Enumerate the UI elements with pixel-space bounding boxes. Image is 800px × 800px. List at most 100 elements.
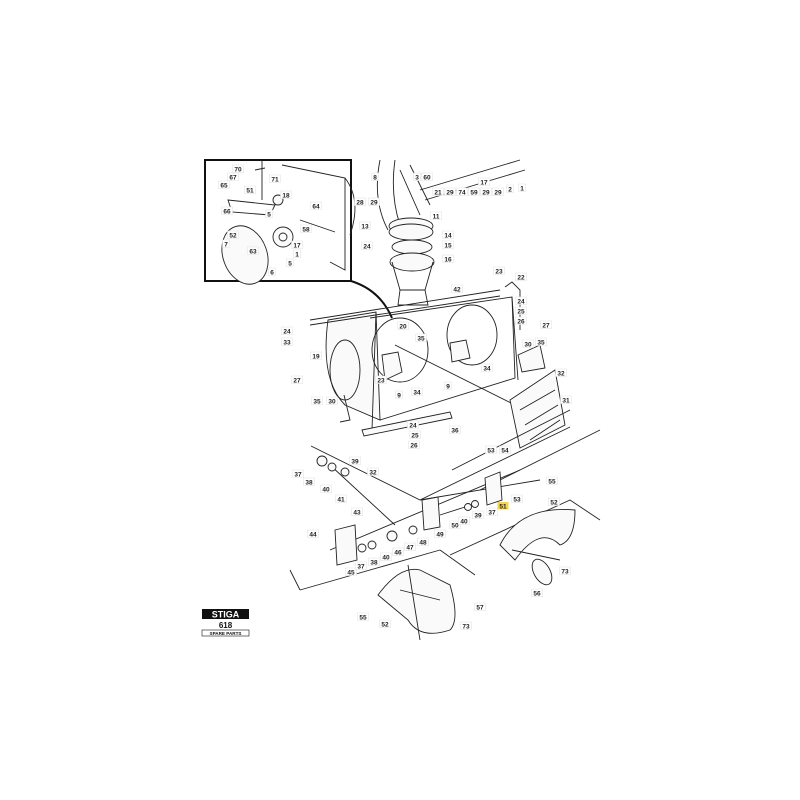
part-label-box [345, 567, 357, 576]
part-label: 38 [370, 560, 378, 567]
part-label-box [515, 316, 527, 325]
part-label-box [286, 258, 294, 267]
part-label: 13 [361, 224, 369, 231]
part-label-box [380, 552, 392, 561]
part-label: 41 [337, 497, 345, 504]
part-label-box [303, 477, 315, 486]
part-label: 23 [495, 269, 503, 276]
part-label-box [281, 337, 293, 346]
part-label-box [478, 177, 490, 186]
part-label-box [397, 321, 409, 330]
part-label: 11 [433, 214, 440, 221]
part-label: 73 [462, 624, 470, 631]
part-label-box [408, 440, 420, 449]
part-label: 57 [476, 605, 484, 612]
part-label: 40 [460, 519, 468, 526]
part-label-box [411, 387, 423, 396]
part-label-box [442, 254, 454, 263]
part-label-box [379, 619, 391, 628]
part-label-box [293, 249, 301, 258]
part-label: 73 [561, 569, 569, 576]
part-label: 39 [351, 459, 359, 466]
part-label-box [442, 240, 454, 249]
part-label-box [395, 390, 403, 399]
part-label: 56 [533, 591, 541, 598]
part-label: 64 [312, 204, 320, 211]
part-label-box [497, 502, 509, 510]
part-label: 5 [288, 261, 292, 268]
part-label: 2 [508, 187, 512, 194]
part-label: 38 [305, 480, 313, 487]
part-label-box [409, 430, 421, 439]
part-label: 71 [271, 177, 279, 184]
part-label-box [351, 507, 363, 516]
part-label-box [493, 266, 505, 275]
part-label-box [227, 230, 239, 239]
part-label-box [499, 445, 511, 454]
part-label-box [486, 507, 498, 516]
part-label-box [244, 185, 256, 194]
part-label: 37 [488, 510, 496, 517]
part-label-box [432, 187, 444, 196]
part-label-box [481, 363, 493, 372]
part-label: 54 [501, 448, 509, 455]
part-label-box [221, 206, 233, 215]
part-label: 17 [293, 243, 301, 250]
part-label: 24 [283, 329, 291, 336]
part-label: 14 [444, 233, 452, 240]
chute-assembly [376, 159, 526, 306]
auger-right [499, 509, 576, 586]
part-label: 52 [229, 233, 237, 240]
part-label-box [354, 197, 366, 206]
part-label: 70 [234, 167, 242, 174]
part-label: 27 [542, 323, 550, 330]
part-label: 16 [444, 257, 452, 264]
part-label-box [444, 187, 456, 196]
part-label-box [444, 381, 452, 390]
part-label-box [535, 337, 547, 346]
part-label-box [522, 339, 534, 348]
part-label-box [320, 484, 332, 493]
part-label-box [307, 529, 319, 538]
part-label: 58 [302, 227, 310, 234]
part-label-box [310, 351, 322, 360]
part-label: 9 [397, 393, 401, 400]
logo-model: 618 [219, 621, 233, 630]
part-label: 47 [406, 545, 414, 552]
part-label-box [371, 172, 379, 181]
part-label: 46 [394, 550, 402, 557]
part-label-box [359, 221, 371, 230]
part-label: 34 [483, 366, 491, 373]
part-label-box [349, 456, 361, 465]
part-label: 29 [370, 200, 378, 207]
part-label: 74 [458, 190, 466, 197]
part-label: 26 [517, 319, 525, 326]
part-label: 55 [548, 479, 556, 486]
part-label: 35 [313, 399, 321, 406]
part-label: 53 [487, 448, 495, 455]
part-label-box [442, 230, 454, 239]
part-label: 63 [249, 249, 257, 256]
part-label-box [280, 190, 292, 199]
part-label: 48 [419, 540, 427, 547]
part-label: 67 [229, 175, 237, 182]
part-label-box [559, 566, 571, 575]
part-label-box [335, 494, 347, 503]
part-label-box [472, 510, 484, 519]
part-label: 27 [293, 378, 301, 385]
part-label: 44 [309, 532, 317, 539]
part-label: 51 [246, 188, 254, 195]
part-label: 33 [283, 340, 291, 347]
part-label: 35 [537, 340, 545, 347]
part-label: 30 [524, 342, 532, 349]
part-label: 40 [382, 555, 390, 562]
part-label-box [468, 187, 480, 196]
part-label: 28 [356, 200, 364, 207]
part-label: 60 [423, 175, 431, 182]
part-label: 30 [328, 399, 336, 406]
part-label-box [415, 333, 427, 342]
part-label-box [434, 529, 446, 538]
part-label-box [515, 296, 527, 305]
part-label: 18 [282, 193, 290, 200]
part-label-box [292, 469, 304, 478]
